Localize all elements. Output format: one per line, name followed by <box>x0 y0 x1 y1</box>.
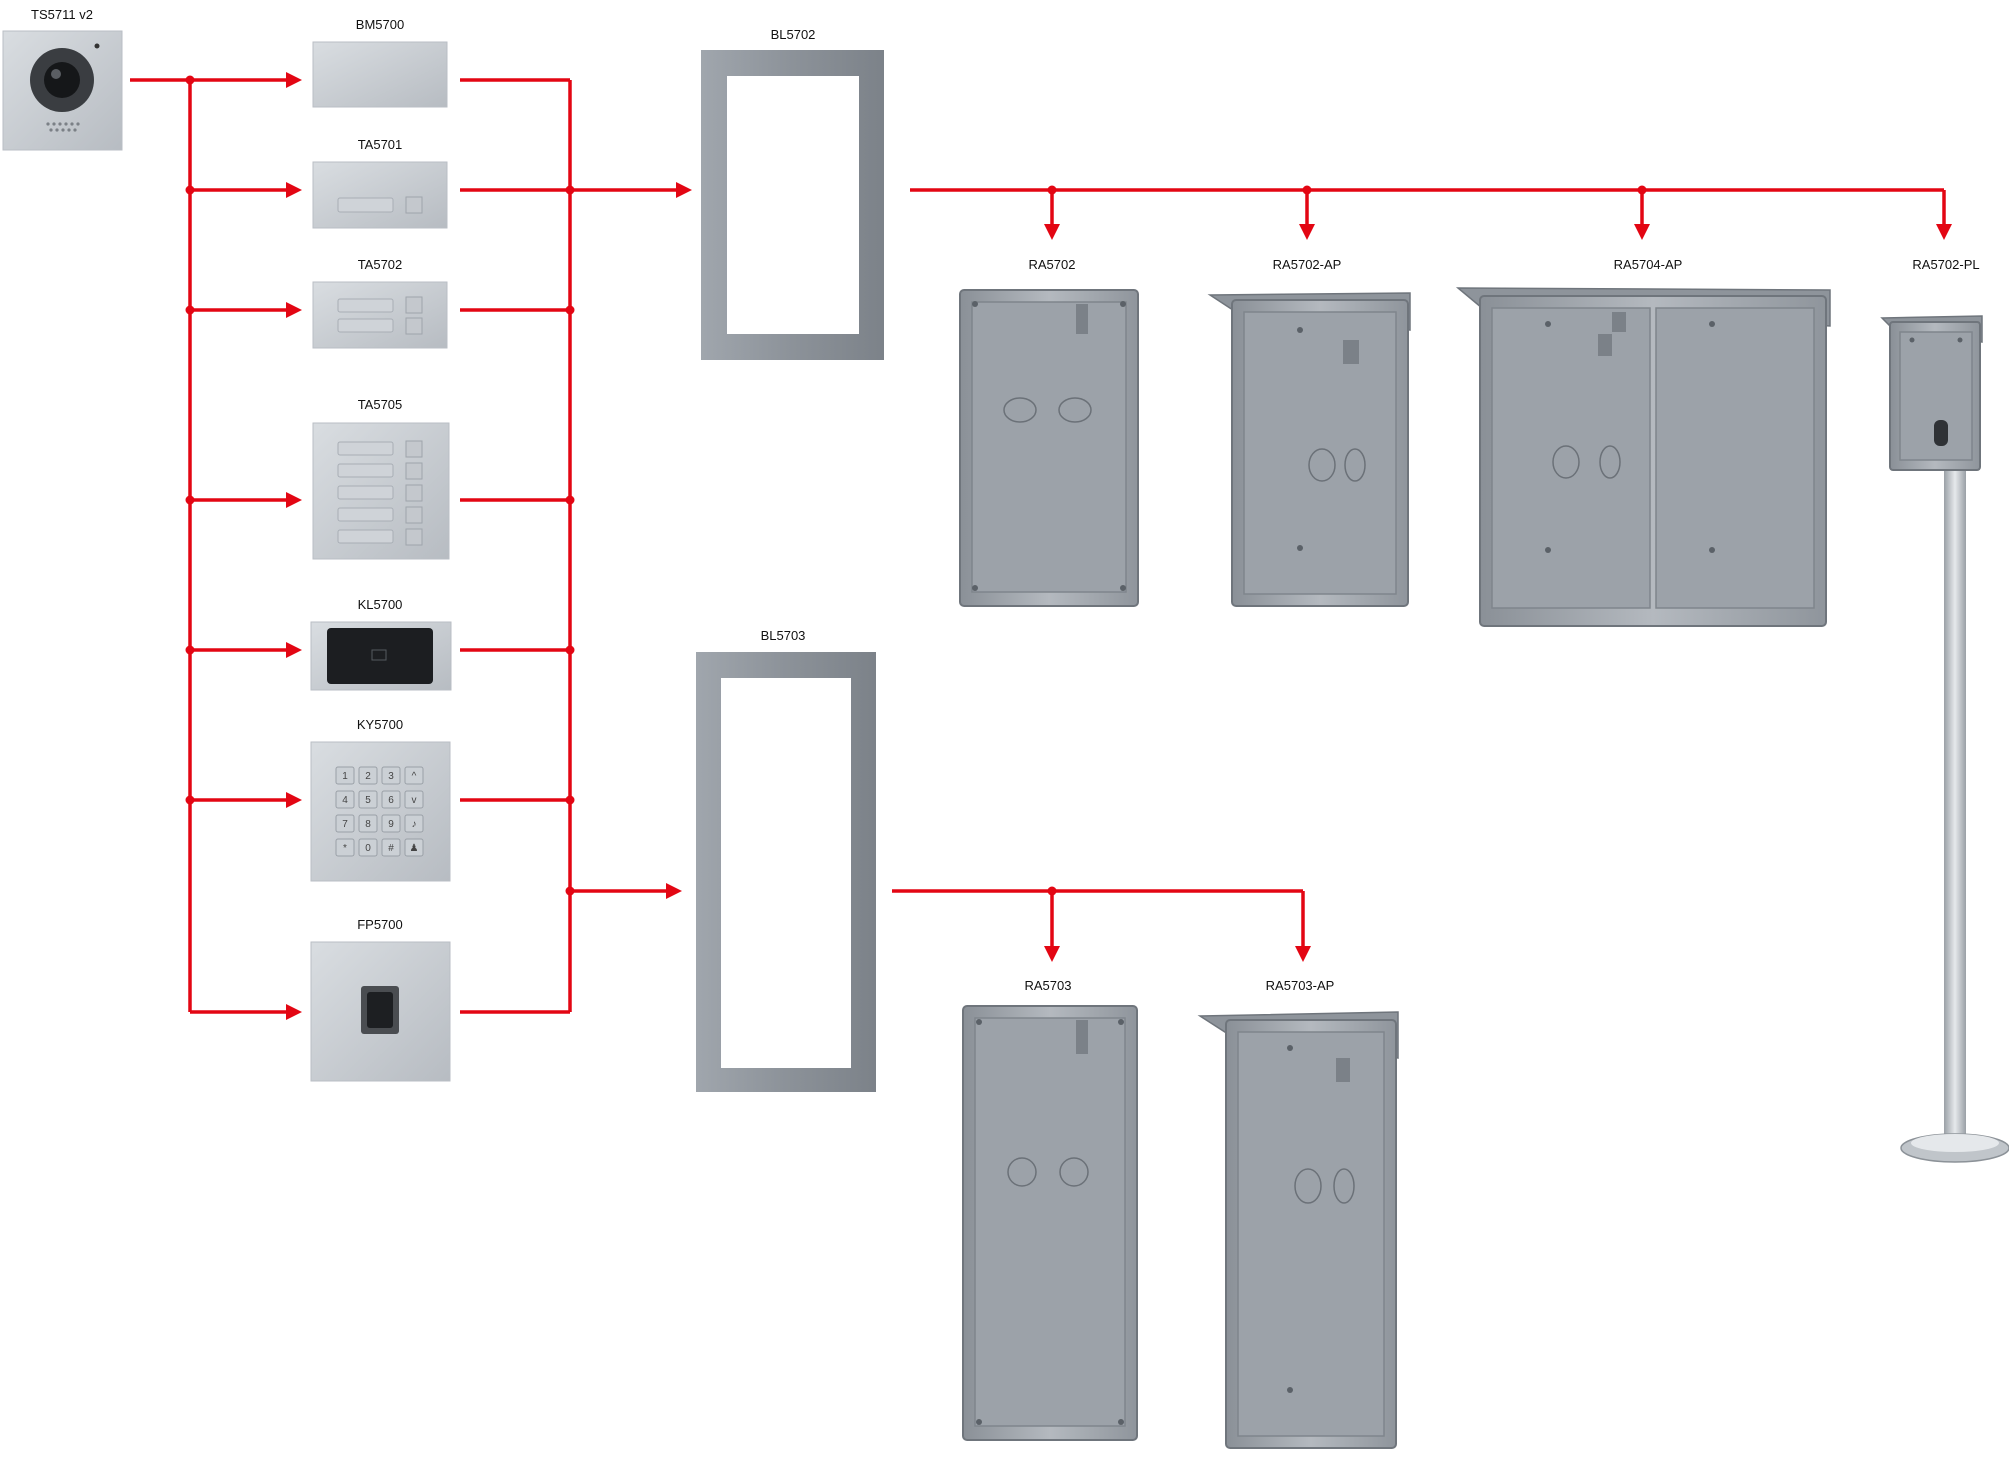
label-ra5702-ap: RA5702-AP <box>1273 257 1342 272</box>
module-bm5700: BM5700 <box>312 17 448 108</box>
keypad-key-label: 2 <box>365 771 371 782</box>
keypad-key-label: v <box>412 795 417 806</box>
module-ta5705: TA5705 <box>312 397 450 560</box>
label-ra5702-pl: RA5702-PL <box>1912 257 1979 272</box>
label-ra5702: RA5702 <box>1029 257 1076 272</box>
box-ra5702-ap: RA5702-AP <box>1207 257 1411 607</box>
keypad-key-label: 1 <box>342 771 348 782</box>
keypad-key <box>404 814 424 833</box>
keypad-key-label: 4 <box>342 795 348 806</box>
keypad-key-label: 8 <box>365 819 371 830</box>
connector-lines <box>130 78 1946 1014</box>
keypad-key <box>381 766 401 785</box>
keypad-key <box>335 790 355 809</box>
keypad-key-label: ♪ <box>412 819 417 830</box>
keypad-key-label: 0 <box>365 843 371 854</box>
keypad-key <box>358 838 378 857</box>
label-ta5702: TA5702 <box>358 257 403 272</box>
keypad-keys: 1 2 3 ^ 4 5 6 v 7 8 9 ♪ * 0 # ♟ <box>335 766 424 857</box>
label-ta5701: TA5701 <box>358 137 403 152</box>
module-ta5702: TA5702 <box>312 257 448 349</box>
keypad-key <box>358 814 378 833</box>
keypad-key <box>358 766 378 785</box>
module-ky5700: KY5700 1 2 3 ^ 4 5 6 v 7 8 9 ♪ * 0 # ♟ <box>310 717 451 882</box>
box-ra5703: RA5703 <box>962 978 1138 1441</box>
box-ra5702-pl: RA5702-PL <box>1880 257 2009 1163</box>
label-fp5700: FP5700 <box>357 917 403 932</box>
label-ra5703-ap: RA5703-AP <box>1266 978 1335 993</box>
keypad-key <box>404 838 424 857</box>
label-ta5705: TA5705 <box>358 397 403 412</box>
keypad-key-label: 3 <box>388 771 394 782</box>
keypad-key <box>335 814 355 833</box>
frame-bl5703: BL5703 <box>696 628 876 1092</box>
keypad-key-label: ^ <box>412 771 417 782</box>
module-fp5700: FP5700 <box>310 917 451 1082</box>
box-ra5704-ap: RA5704-AP <box>1455 257 1831 627</box>
keypad-key <box>335 766 355 785</box>
keypad-key <box>381 814 401 833</box>
label-bl5703: BL5703 <box>761 628 806 643</box>
frame-bl5702: BL5702 <box>701 27 884 360</box>
keypad-key-label: 7 <box>342 819 348 830</box>
keypad-key <box>404 790 424 809</box>
label-ky5700: KY5700 <box>357 717 403 732</box>
box-ra5702: RA5702 <box>959 257 1139 607</box>
label-ts5711-v2: TS5711 v2 <box>31 7 93 22</box>
box-ra5703-ap: RA5703-AP <box>1197 978 1399 1449</box>
label-ra5703: RA5703 <box>1025 978 1072 993</box>
keypad-key-label: * <box>343 843 347 854</box>
label-bl5702: BL5702 <box>771 27 816 42</box>
keypad-key <box>381 838 401 857</box>
module-kl5700: KL5700 <box>310 597 452 691</box>
keypad-key-label: 5 <box>365 795 371 806</box>
keypad-key <box>358 790 378 809</box>
connector-arrowheads <box>286 72 1952 1020</box>
keypad-key-label: 6 <box>388 795 394 806</box>
keypad-key <box>335 838 355 857</box>
fingerprint-icon <box>367 992 393 1028</box>
connector-junctions <box>185 75 1647 896</box>
speaker-grille-icon <box>46 122 80 132</box>
keypad-key <box>404 766 424 785</box>
label-bm5700: BM5700 <box>356 17 404 32</box>
label-kl5700: KL5700 <box>358 597 403 612</box>
label-ra5704-ap: RA5704-AP <box>1614 257 1683 272</box>
keypad-key-label: 9 <box>388 819 394 830</box>
keypad-key <box>381 790 401 809</box>
card-reader-icon <box>371 649 387 661</box>
module-ts5711-v2: TS5711 v2 <box>2 7 123 151</box>
keypad-key-label: ♟ <box>410 843 419 854</box>
keypad-key-label: # <box>388 843 394 854</box>
module-ta5701: TA5701 <box>312 137 448 229</box>
